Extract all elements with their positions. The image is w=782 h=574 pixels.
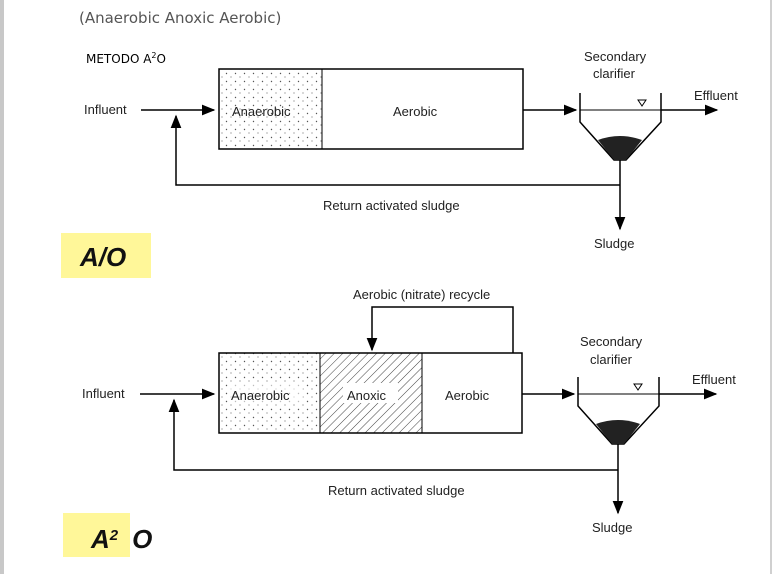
ao-tank-anaerobic: Anaerobic [232,104,291,119]
a2o-recycle-label: Aerobic (nitrate) recycle [353,287,490,302]
a2o-badge-prefix: A [91,524,110,554]
a2o-diagram: Aerobic (nitrate) recycle Influent Anaer… [82,287,736,535]
a2o-return-label: Return activated sludge [328,483,465,498]
ao-anaerobic-tank-fill [219,69,322,149]
a2o-clarifier-line1: Secondary [580,334,643,349]
a2o-return-line [168,398,618,471]
a2o-tank-anoxic: Anoxic [347,388,387,403]
ao-effluent-label: Effluent [694,88,738,103]
method-title: METODO A2O [86,51,166,66]
a2o-effluent-label: Effluent [692,372,736,387]
a2o-sludge-label: Sludge [592,520,632,535]
method-title-sup: 2 [151,51,157,60]
method-title-prefix: METODO A [86,52,152,66]
a2o-clarifier-sludge-blanket [596,420,640,444]
a2o-badge-sup: 2 [109,527,119,544]
ao-tank-aerobic: Aerobic [393,104,438,119]
page-left-border [0,0,4,574]
method-title-suffix: O [156,52,166,66]
ao-water-level-icon [637,99,647,107]
ao-diagram: Influent Anaerobic Aerobic Secondary cla… [84,49,738,251]
ao-return-line [170,114,620,186]
a2o-anaerobic-label-bg [229,383,303,403]
a2o-tank-anaerobic: Anaerobic [231,388,290,403]
ao-reactor [218,68,524,150]
a2o-badge-suffix: O [132,524,153,554]
ao-badge-text: A/O [80,242,127,272]
ao-badge: A/O [61,233,151,278]
a2o-water-level-icon [633,383,643,391]
process-subtitle: (Anaerobic Anoxic Aerobic) [79,9,282,27]
ao-sludge-label: Sludge [594,236,634,251]
a2o-influent-label: Influent [82,386,125,401]
page-right-border [770,0,772,574]
ao-clarifier-line2: clarifier [593,66,636,81]
a2o-recycle-line [366,306,514,353]
a2o-reactor [218,352,523,434]
ao-clarifier-sludge-blanket [598,136,642,160]
a2o-tank-aerobic: Aerobic [445,388,490,403]
ao-clarifier-line1: Secondary [584,49,647,64]
ao-influent-label: Influent [84,102,127,117]
ao-return-label: Return activated sludge [323,198,460,213]
a2o-clarifier-line2: clarifier [590,352,633,367]
a2o-anoxic-label-bg [343,383,398,403]
